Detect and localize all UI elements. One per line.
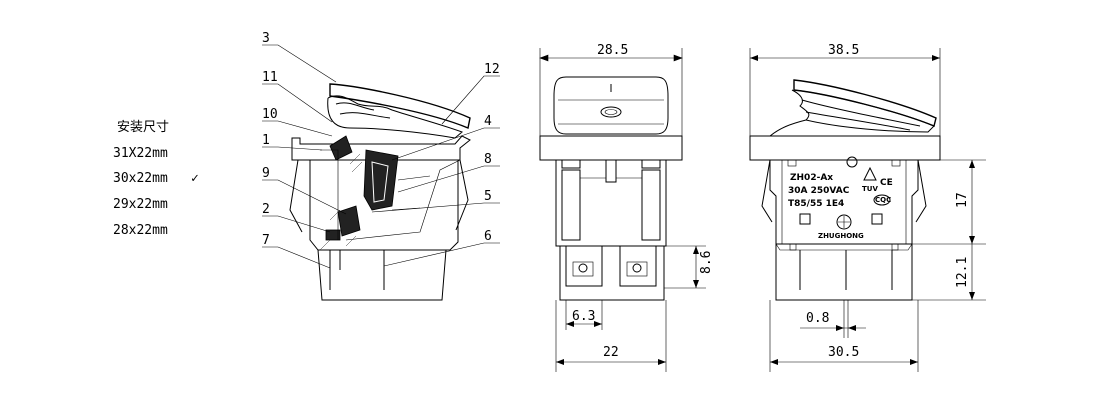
side-label-brand: ZHUGHONG — [818, 232, 864, 240]
callout-7: 7 — [262, 233, 270, 248]
selected-check-mark: ✓ — [191, 171, 199, 186]
front-view: 28.5 8.6 6.3 — [539, 43, 714, 372]
side-cert-cqc: CQC — [875, 196, 891, 204]
side-view: 38.5 ZH02-Ax 30A 250VAC T85/55 1E4 TUV C… — [749, 43, 986, 372]
side-label-rating: 30A 250VAC — [788, 186, 850, 196]
front-terminal-right — [619, 245, 657, 287]
front-rocker — [553, 76, 669, 135]
side-flange — [749, 135, 941, 161]
callout-leaders — [262, 44, 500, 269]
front-dim-terminal-height: 8.6 — [699, 251, 714, 274]
side-dim-width-bottom: 30.5 — [828, 345, 859, 360]
side-dim-width-top: 38.5 — [828, 43, 859, 58]
size-option-30x22: 30x22mm — [113, 171, 168, 186]
callout-12: 12 — [484, 62, 500, 77]
callout-6: 6 — [484, 229, 492, 244]
section-hatch — [319, 153, 363, 251]
side-label-temp: T85/55 1E4 — [788, 199, 844, 209]
callout-3: 3 — [262, 31, 270, 46]
side-dim-pin-length: 12.1 — [955, 257, 970, 288]
size-option-28x22: 28x22mm — [113, 223, 168, 238]
callout-10: 10 — [262, 107, 278, 122]
front-dim-width-top: 28.5 — [597, 43, 628, 58]
side-body — [769, 160, 919, 245]
side-cert-ce: CE — [880, 178, 893, 188]
front-dim-terminal-width: 6.3 — [572, 309, 595, 324]
callout-5: 5 — [484, 189, 492, 204]
callout-4: 4 — [484, 114, 492, 129]
section-base — [317, 249, 447, 301]
tuv-triangle-icon — [863, 166, 877, 181]
front-flange — [539, 135, 683, 161]
callout-1: 1 — [262, 133, 270, 148]
side-label-model: ZH02-Ax — [790, 173, 833, 183]
front-indicator-lamp — [600, 106, 622, 118]
front-body — [555, 159, 667, 247]
front-dim-width-bottom: 22 — [603, 345, 619, 360]
section-rocker-body — [327, 95, 463, 139]
side-dim-pin-thickness: 0.8 — [806, 311, 829, 326]
brand-logo-icon — [836, 214, 852, 230]
mounting-size-title: 安装尺寸 — [117, 120, 169, 135]
callout-9: 9 — [262, 166, 270, 181]
front-terminal-left — [565, 245, 603, 287]
side-cert-tuv: TUV — [862, 185, 878, 193]
section-rocker-cap — [329, 83, 471, 129]
callout-2: 2 — [262, 202, 270, 217]
callout-8: 8 — [484, 152, 492, 167]
size-option-29x22: 29x22mm — [113, 197, 168, 212]
side-dim-body-height: 17 — [955, 192, 970, 208]
section-contact — [337, 205, 361, 237]
section-view: 3 11 10 1 9 2 7 12 4 8 5 6 — [262, 31, 500, 301]
side-rocker-body — [791, 89, 935, 133]
callout-11: 11 — [262, 70, 278, 85]
size-option-31x22: 31X22mm — [113, 146, 168, 161]
cqc-mark-icon — [873, 194, 891, 206]
mounting-size-list: 安装尺寸 31X22mm 30x22mm ✓ 29x22mm 28x22mm — [113, 120, 199, 238]
